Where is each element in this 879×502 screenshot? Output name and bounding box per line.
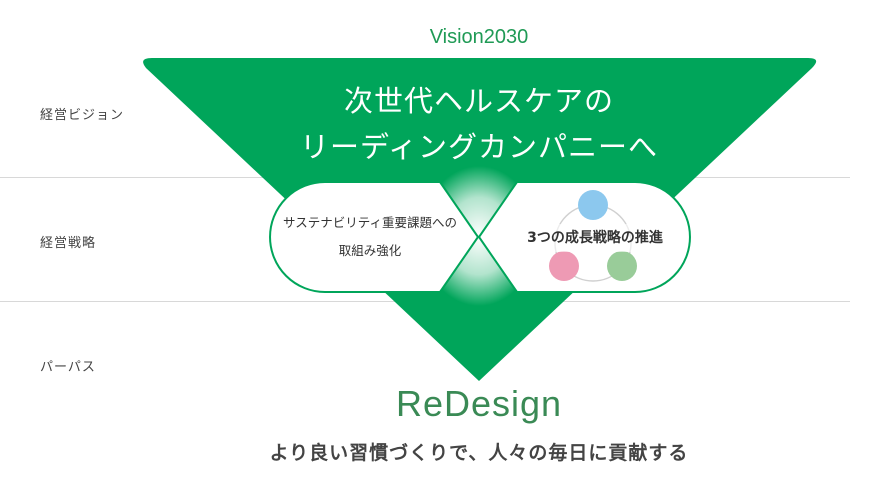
left-pill-line2: 取組み強化 bbox=[338, 243, 402, 258]
label-strategy: 経営戦略 bbox=[40, 236, 97, 251]
purpose-brand: ReDesign bbox=[395, 383, 563, 424]
vision-title: Vision2030 bbox=[429, 26, 529, 48]
label-purpose: パーパス bbox=[40, 360, 96, 375]
right-pill-text: 3つの成長戦略の推進 bbox=[505, 224, 685, 252]
left-pill-text: サステナビリティ重要課題への 取組み強化 bbox=[270, 209, 470, 265]
headline-line1: 次世代ヘルスケアの bbox=[343, 84, 614, 118]
blue-circle-icon bbox=[578, 190, 608, 220]
headline-line2: リーディングカンパニーへ bbox=[300, 130, 658, 164]
purpose-statement: より良い習慣づくりで、人々の毎日に貢献する bbox=[269, 442, 689, 464]
left-pill bbox=[269, 181, 480, 293]
label-vision: 経営ビジョン bbox=[40, 108, 125, 123]
pink-circle-icon bbox=[549, 251, 579, 281]
left-pill-line1: サステナビリティ重要課題への bbox=[282, 215, 457, 230]
vision-headline: 次世代ヘルスケアの リーディングカンパニーへ bbox=[0, 78, 879, 170]
green-circle-icon bbox=[607, 251, 637, 281]
